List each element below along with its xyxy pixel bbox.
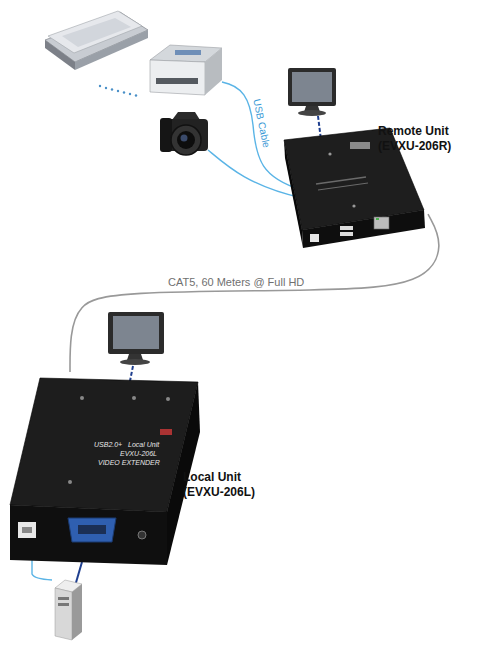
scanner-part	[62, 18, 131, 47]
vga-port	[68, 518, 116, 542]
rj45-port	[374, 217, 389, 229]
scanner-part	[45, 12, 148, 62]
dotted-link-part	[135, 94, 137, 96]
dotted-link-part	[129, 93, 131, 95]
pc-tower-part	[55, 580, 82, 592]
scanner-part	[75, 30, 148, 70]
local-monitor-part	[127, 354, 143, 360]
cat5-cable	[70, 214, 439, 372]
dotted-link	[99, 85, 137, 97]
remote-monitor-part	[298, 110, 326, 116]
device-front	[10, 505, 167, 565]
device-led	[132, 396, 136, 400]
dotted-link-part	[117, 90, 119, 92]
usb-port	[22, 527, 32, 533]
dotted-link-part	[105, 87, 107, 89]
camera-part	[160, 118, 172, 152]
camera-part	[160, 119, 208, 151]
usb-port	[310, 234, 319, 242]
printer-part	[150, 45, 222, 62]
pc-tower-part	[72, 584, 82, 640]
local-monitor-part	[108, 312, 164, 354]
device-marking	[316, 177, 366, 184]
device-led	[328, 152, 331, 155]
unit-name: Remote Unit (EVXU-206R)	[378, 124, 464, 154]
audio-port	[138, 531, 146, 539]
remote-monitor-part	[292, 72, 332, 102]
remote-monitor-part	[288, 68, 336, 106]
device-led	[80, 396, 84, 400]
camera-part	[177, 131, 195, 149]
pc-tower-part	[75, 562, 82, 586]
usb-port	[340, 226, 353, 230]
pc-tower-part	[32, 560, 52, 580]
extender-unit: Remote Unit (EVXU-206R)	[282, 122, 428, 250]
device-front	[302, 210, 425, 248]
camera-part	[171, 125, 201, 155]
device-marking-text: EVXU-206L	[120, 450, 157, 459]
printer-part	[150, 60, 205, 95]
device-marking-text: VIDEO EXTENDER	[98, 459, 160, 468]
local-monitor	[108, 312, 164, 386]
usb-port	[18, 522, 36, 538]
pc-tower-part	[58, 597, 69, 600]
device-led	[166, 397, 170, 401]
remote-monitor	[288, 68, 336, 140]
device-led	[68, 480, 72, 484]
dotted-link-part	[111, 88, 113, 90]
device-side	[284, 140, 303, 248]
printer-part	[205, 48, 222, 95]
pc-tower	[32, 560, 82, 640]
cable-label: CAT5, 60 Meters @ Full HD	[168, 276, 304, 288]
scanner-part	[48, 11, 142, 53]
scanner-part	[45, 40, 75, 70]
vga-port	[78, 525, 106, 534]
printer-part	[175, 50, 201, 55]
local-monitor-part	[113, 316, 159, 349]
dotted-link-part	[123, 91, 125, 93]
extender-unit: Local Unit (EVXU-206L)USB2.0+Local UnitE…	[8, 372, 204, 570]
device-box	[8, 372, 204, 570]
usb-port	[340, 232, 353, 236]
device-marking-text: Local Unit	[128, 441, 159, 450]
device-led	[376, 218, 379, 220]
device-marking	[318, 183, 368, 190]
dotted-link-part	[99, 85, 101, 87]
camera-part	[172, 112, 200, 120]
pc-tower-part	[58, 603, 69, 606]
unit-name: Local Unit (EVXU-206L)	[183, 470, 267, 500]
device-marking-text: USB2.0+	[94, 441, 122, 450]
cable-label: USB Cable	[251, 98, 272, 149]
local-monitor-part	[120, 359, 150, 365]
scanner	[45, 11, 148, 70]
device-top	[10, 378, 198, 512]
remote-monitor-part	[304, 106, 320, 112]
printer	[150, 45, 222, 95]
printer-part	[156, 78, 198, 84]
camera	[160, 112, 208, 155]
device-led	[352, 204, 355, 207]
device-logo	[160, 429, 172, 435]
camera-part	[181, 135, 188, 142]
pc-tower-part	[55, 588, 72, 640]
device-plate	[350, 142, 370, 149]
